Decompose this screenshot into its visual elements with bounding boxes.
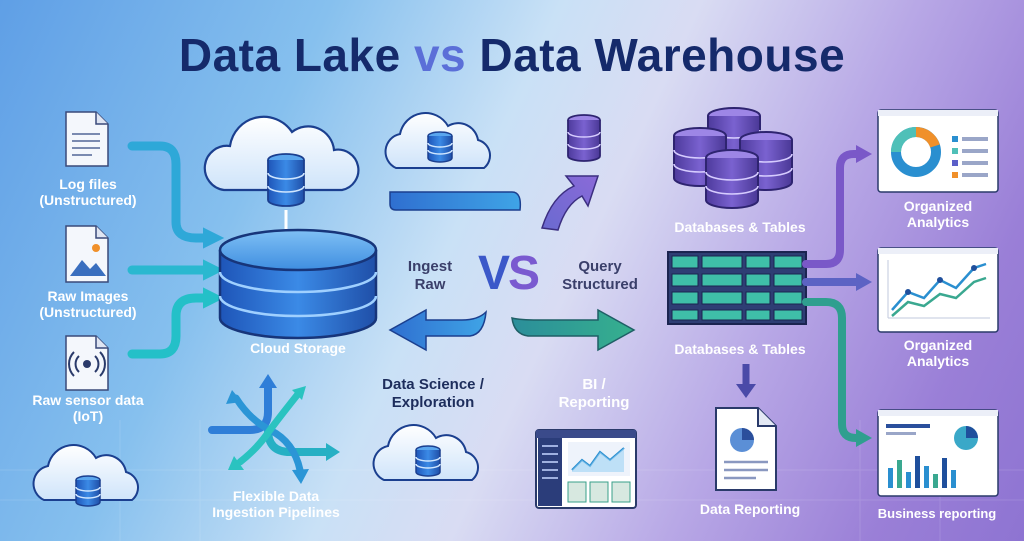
science-label-line1: Data Science /: [382, 376, 484, 393]
source-label-line2: (Unstructured): [39, 192, 137, 208]
databases-cluster-icon: [673, 107, 793, 209]
source-label-line2: (Unstructured): [39, 304, 137, 320]
top-cloud-icon: [384, 112, 492, 169]
document-icon: [65, 111, 109, 167]
source-label-line1: Log files: [59, 176, 117, 192]
vs-letter-v: V: [478, 247, 510, 300]
bi-label-line1: BI /: [582, 376, 606, 393]
data-science-arrow: [388, 308, 487, 352]
sensor-icon: [65, 335, 109, 391]
output-label-line2: Analytics: [906, 214, 970, 230]
top-purple-db-icon: [567, 114, 601, 162]
image-file-icon: [65, 225, 109, 283]
query-label-line1: Query: [578, 258, 622, 275]
bottom-cloud-icon: [372, 424, 480, 481]
source-label-raw-images: Raw Images (Unstructured): [28, 288, 148, 320]
vs-badge: VS: [478, 246, 540, 301]
output-label-analytics-1: Organized Analytics: [888, 198, 988, 230]
pipelines-label-line2: Ingestion Pipelines: [212, 504, 340, 520]
pipelines-label: Flexible Data Ingestion Pipelines: [196, 488, 356, 520]
data-reporting-label: Data Reporting: [699, 501, 801, 517]
source-arrows: [127, 141, 225, 359]
query-arrow: [541, 175, 600, 231]
pipelines-label-line1: Flexible Data: [232, 488, 320, 504]
science-label-line2: Exploration: [391, 394, 475, 411]
bi-reporting-arrow: [511, 308, 636, 352]
cloud-storage-cylinder: [218, 228, 378, 340]
query-label-line2: Structured: [562, 276, 638, 293]
donut-chart-card: [877, 109, 999, 193]
report-document-icon: [715, 407, 777, 491]
cloud-storage-label: Cloud Storage: [250, 340, 346, 356]
pipelines-icon: [208, 374, 340, 484]
output-arrows: [802, 145, 872, 447]
output-label-analytics-2: Organized Analytics: [888, 337, 988, 369]
bi-reporting-label: BI / Reporting: [552, 376, 636, 412]
title-data-lake: Data Lake: [178, 29, 401, 81]
databases-tables-label-bottom: Databases & Tables: [674, 341, 806, 357]
output-label-business-reporting: Business reporting: [877, 506, 997, 521]
lake-cloud-icon: [203, 115, 360, 241]
reporting-down-arrow: [736, 364, 756, 398]
source-label-line1: Raw Images: [47, 288, 129, 304]
query-structured-label: Query Structured: [550, 258, 650, 294]
title-vs: vs: [413, 29, 467, 81]
tables-grid-icon: [667, 251, 807, 325]
page-title: Data Lake vs Data Warehouse: [0, 28, 1024, 82]
output-label-line1: Organized: [903, 198, 973, 214]
ingest-raw-label: Ingest Raw: [392, 258, 468, 294]
ingest-label-line2: Raw: [414, 276, 446, 293]
ingest-label-line1: Ingest: [407, 258, 453, 275]
source-label-line2: (IoT): [72, 408, 104, 424]
source-label-line1: Raw sensor data: [32, 392, 144, 408]
output-label-line1: Organized: [903, 337, 973, 353]
output-label-line2: Analytics: [906, 353, 970, 369]
bi-label-line2: Reporting: [558, 394, 630, 411]
source-label-log-files: Log files (Unstructured): [28, 176, 148, 208]
data-science-label: Data Science / Exploration: [368, 376, 498, 412]
line-chart-card: [877, 247, 999, 333]
databases-tables-label-top: Databases & Tables: [674, 219, 806, 235]
source-label-sensor-data: Raw sensor data (IoT): [22, 392, 154, 424]
dashboard-icon: [535, 429, 637, 509]
ingest-arrow: [389, 191, 522, 211]
title-data-warehouse: Data Warehouse: [479, 29, 846, 81]
bar-chart-card: [877, 409, 999, 497]
vs-letter-s: S: [508, 247, 540, 300]
bottom-left-cloud-icon: [32, 444, 140, 507]
